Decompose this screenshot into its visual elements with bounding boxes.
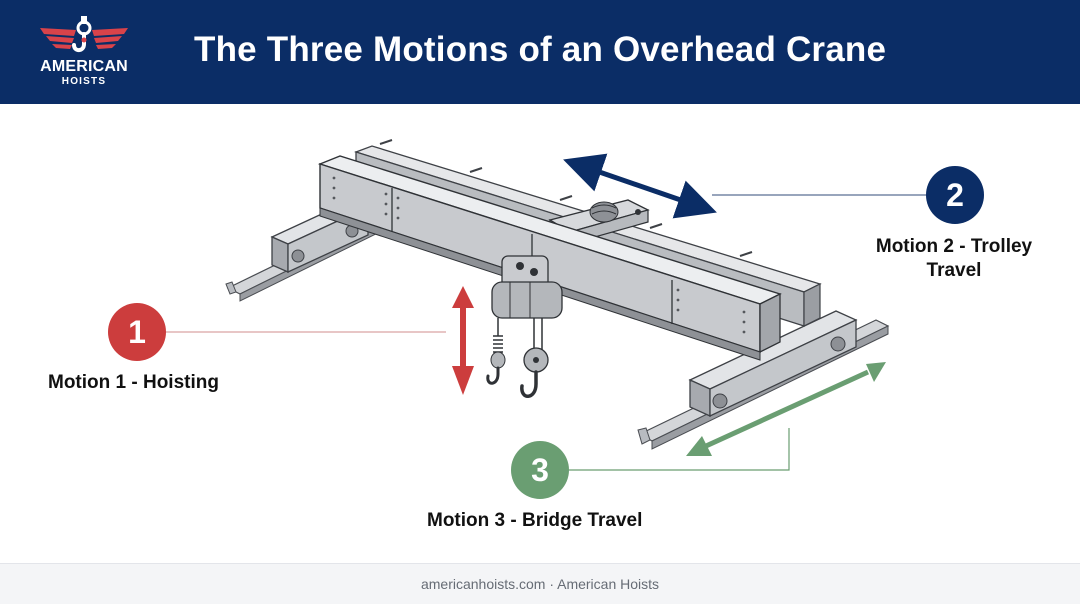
crane-diagram: 1 Motion 1 - Hoisting 2 Motion 2 - Troll… [0, 104, 1080, 563]
trolley-travel-arrow-icon [563, 153, 717, 219]
crane-illustration [166, 139, 926, 471]
footer-bar: americanhoists.com · American Hoists [0, 563, 1080, 604]
header-bar: AMERICAN HOISTS The Three Motions of an … [0, 0, 1080, 104]
electric-hoist [486, 255, 563, 398]
right-end-truck [688, 310, 858, 418]
motion-1-label: Motion 1 - Hoisting [48, 372, 219, 393]
motion-3-badge: 3 [511, 441, 569, 499]
leader-line-bridge [569, 428, 790, 471]
motion-3-label: Motion 3 - Bridge Travel [427, 510, 643, 531]
winged-hook-icon [40, 16, 128, 53]
hoisting-arrow-icon [452, 286, 474, 395]
american-hoists-logo: AMERICAN HOISTS [36, 14, 132, 90]
motion-2-badge: 2 [926, 166, 984, 224]
motion-2-label: Motion 2 - Trolley Travel [875, 236, 1033, 281]
logo-word-american: AMERICAN [40, 58, 128, 75]
bridge-travel-arrow-icon [686, 362, 886, 456]
footer-credit: americanhoists.com · American Hoists [420, 576, 660, 592]
motion-1-badge: 1 [108, 303, 166, 361]
logo-word-hoists: HOISTS [61, 76, 107, 87]
page-title: The Three Motions of an Overhead Crane [194, 30, 887, 69]
